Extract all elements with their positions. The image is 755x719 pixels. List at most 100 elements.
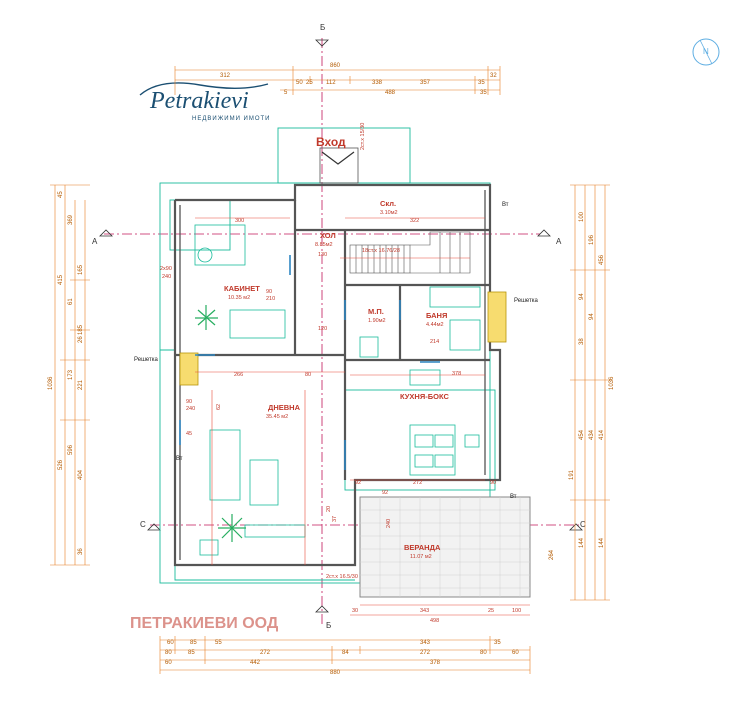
dim-right-1036: 1036: [609, 376, 615, 390]
room-bath-area: 4.44м2: [426, 322, 444, 328]
dim-in-210: 210: [266, 296, 275, 302]
stairs-bottom-label: 2ст.х 16.5/30: [326, 574, 358, 580]
dim-right-196: 196: [589, 234, 595, 245]
dim-in-240b: 240: [386, 519, 392, 528]
dim-left-165: 165: [78, 264, 84, 275]
dim-bot-85: 85: [190, 640, 197, 646]
dim-left-415: 415: [58, 274, 64, 285]
dim-left-221: 221: [78, 379, 84, 390]
dim-right-100: 100: [579, 211, 585, 222]
dim-in-92a: 92: [355, 480, 361, 486]
room-office-area: 10.35 м2: [228, 295, 250, 301]
vent-label-3: Вт: [510, 494, 517, 500]
dim-in-272: 272: [413, 480, 422, 486]
dim-right-434: 434: [589, 429, 595, 440]
dim-top-357: 357: [420, 80, 431, 86]
brand-logo: Petrakievi НЕДВИЖИМИ ИМОТИ: [139, 82, 271, 122]
dim-bot4-880: 880: [330, 670, 341, 676]
dim-left-45: 45: [58, 191, 64, 198]
dim-left-173: 173: [68, 369, 74, 380]
entrance-label: Вход: [316, 135, 346, 149]
room-wc-area: 1.90м2: [368, 318, 386, 324]
logo-tagline: НЕДВИЖИМИ ИМОТИ: [192, 116, 271, 122]
entrance: Вход 2ст.х 15/30: [316, 123, 366, 184]
dim-in-322: 322: [410, 218, 419, 224]
room-bath-name: БАНЯ: [426, 311, 447, 320]
dim-in-498: 498: [430, 618, 439, 624]
north-arrow-icon: N: [692, 38, 720, 66]
dim-bot3-442: 442: [250, 660, 261, 666]
dim-top-5: 5: [284, 90, 288, 96]
dim-left-1036: 1036: [48, 376, 54, 390]
section-b-top: Б: [320, 23, 325, 32]
dim-in-90: 90: [266, 289, 272, 295]
dim-in-378: 378: [452, 371, 461, 377]
grille-right-label: Решетка: [514, 298, 539, 304]
dim-right-264: 264: [549, 549, 555, 560]
dim-in-90b: 90: [186, 399, 192, 405]
window-height-label: 240: [162, 274, 171, 280]
dim-top-112: 112: [326, 80, 336, 86]
dim-right-454: 454: [579, 429, 585, 440]
dim-in-120: 120: [318, 326, 327, 332]
stairs-top-label: 2ст.х 15/30: [360, 123, 366, 150]
dim-left-369: 369: [68, 214, 74, 225]
dim-in-240: 240: [186, 406, 195, 412]
logo-text: Petrakievi: [149, 88, 249, 114]
section-a-right: A: [556, 237, 562, 246]
dim-bot2-85: 85: [188, 650, 195, 656]
dim-left-185: 185: [78, 324, 84, 335]
dim-bot-343: 343: [420, 640, 431, 646]
room-veranda-name: ВЕРАНДА: [404, 543, 441, 552]
dim-left-61: 61: [68, 298, 74, 305]
dim-left-596: 596: [68, 444, 74, 455]
room-kitchen-name: КУХНЯ-БОКС: [400, 392, 449, 401]
dim-bot-55: 55: [215, 640, 222, 646]
vent-label-1: Вт: [176, 456, 183, 462]
dim-bot2-272b: 272: [420, 650, 431, 656]
section-a-left: A: [92, 237, 98, 246]
dim-bot-60: 60: [167, 640, 174, 646]
dim-in-45: 45: [186, 431, 192, 437]
dim-top-50: 50: [296, 80, 303, 86]
dim-right-191: 191: [569, 469, 575, 480]
watermark-text: ПЕТРАКИЕВИ ООД: [130, 615, 279, 632]
dim-left-36: 36: [78, 548, 84, 555]
dim-top-35b: 35: [480, 90, 487, 96]
vent-label-2: Вт: [502, 202, 509, 208]
dim-in-343: 343: [420, 608, 429, 614]
dim-in-266: 266: [234, 372, 243, 378]
veranda: [359, 496, 531, 598]
dim-right-38: 38: [579, 338, 585, 345]
room-wc-name: М.П.: [368, 307, 384, 316]
dim-bot-35: 35: [494, 640, 501, 646]
dim-top-35: 35: [478, 80, 485, 86]
plant-icon: [195, 305, 218, 330]
grille-left-label: Решетка: [134, 357, 159, 363]
dim-in-37: 37: [332, 516, 338, 522]
dim-top-488: 488: [385, 90, 396, 96]
section-c-right: C: [580, 520, 586, 529]
dim-bot2-84: 84: [342, 650, 349, 656]
dim-in-80: 80: [305, 372, 311, 378]
room-veranda-area: 11.07 м2: [410, 554, 432, 560]
staircase: [349, 231, 471, 274]
dim-left-526: 526: [58, 459, 64, 470]
dim-left-26: 26: [78, 336, 84, 343]
dim-in-25: 25: [488, 608, 494, 614]
dim-bot3-60: 60: [165, 660, 172, 666]
dim-left-404: 404: [78, 469, 84, 480]
dim-bot2-272a: 272: [260, 650, 271, 656]
dim-in-92b: 92: [382, 490, 388, 496]
dim-in-20: 20: [326, 506, 332, 512]
dim-right-414: 414: [599, 429, 605, 440]
plant-icon: [218, 514, 246, 542]
grille-left-icon: [179, 352, 199, 386]
dim-in-30: 30: [352, 608, 358, 614]
dim-in-214: 214: [430, 339, 439, 345]
dim-bot2-60: 60: [512, 650, 519, 656]
dim-bot2-80: 80: [165, 650, 172, 656]
dim-in-130: 130: [318, 252, 327, 258]
room-storage-area: 3.10м2: [380, 210, 398, 216]
